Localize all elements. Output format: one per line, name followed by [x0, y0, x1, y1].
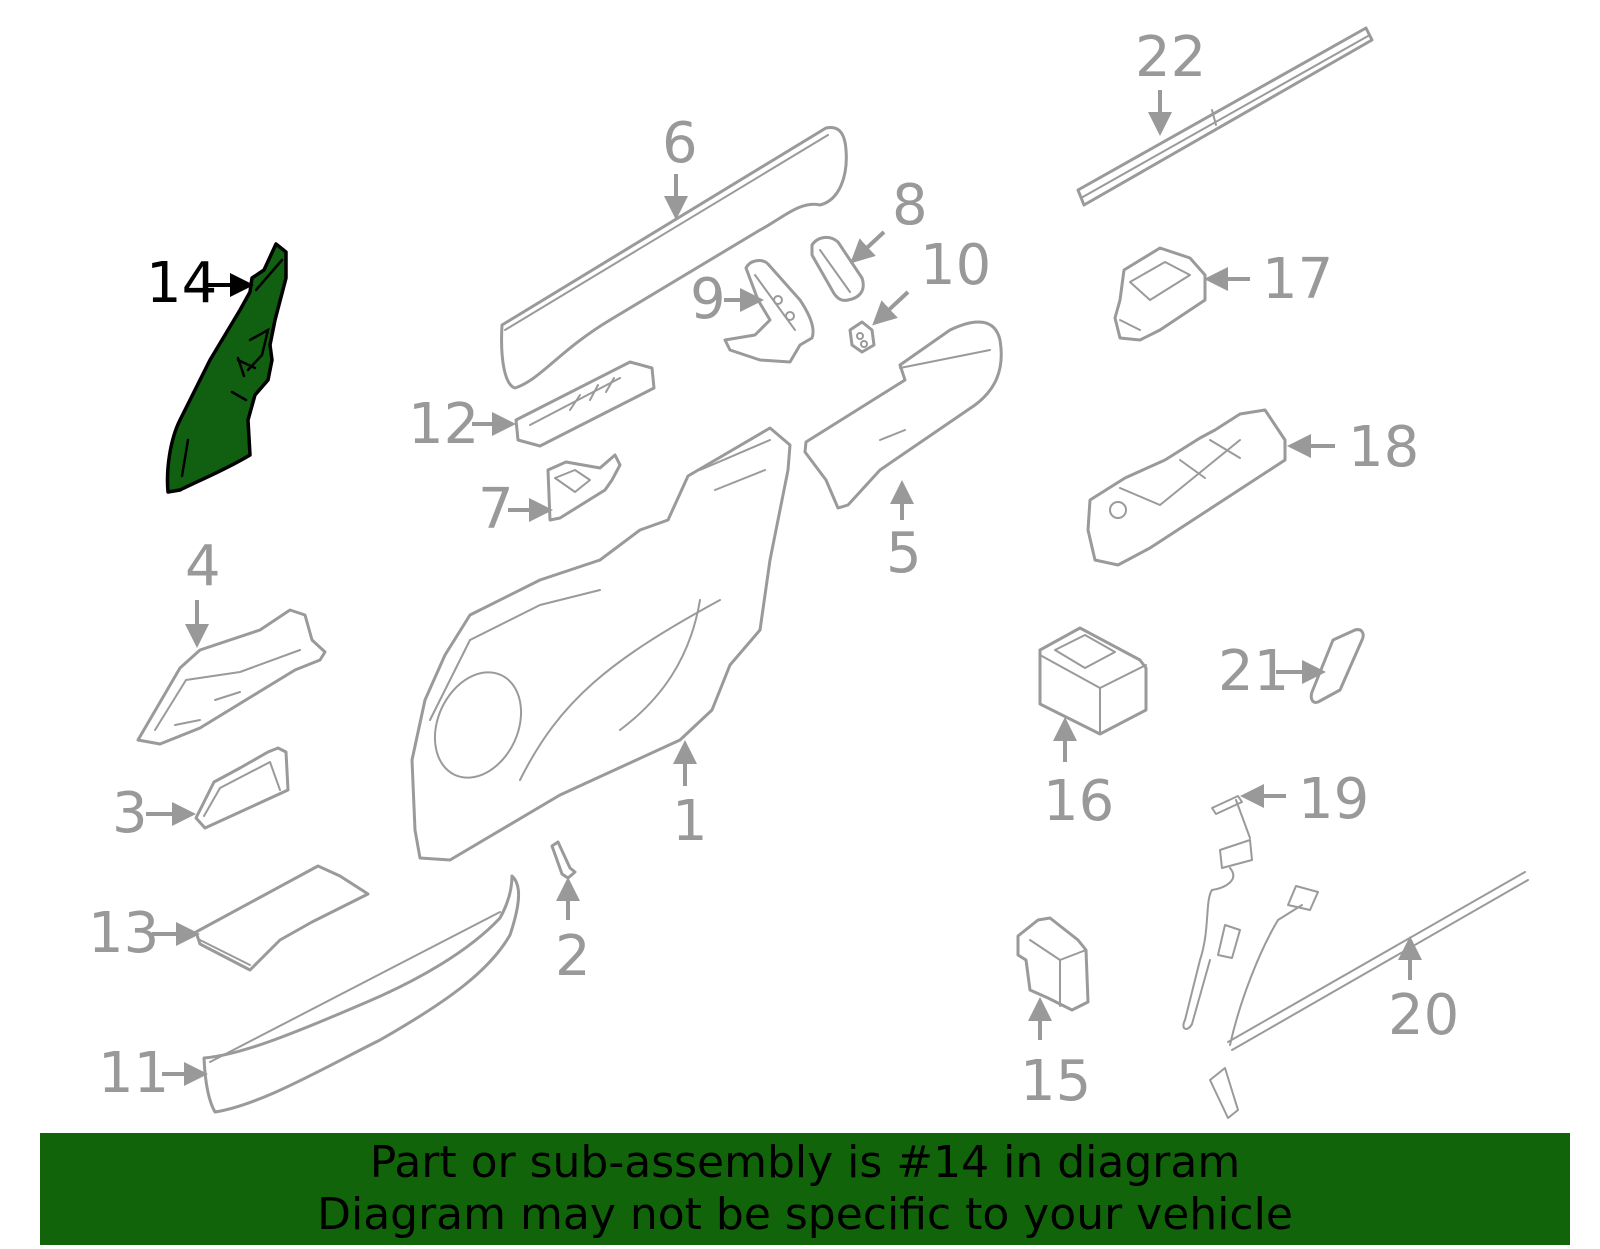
part-5-armrest[interactable]: [803, 320, 1003, 510]
callout-17: 17: [1204, 247, 1333, 312]
callout-label: 11: [98, 1041, 169, 1106]
callout-label: 4: [185, 534, 221, 599]
part-12-switch-bezel[interactable]: [514, 360, 656, 448]
callout-label: 5: [886, 521, 922, 586]
part-13-pocket-liner[interactable]: [194, 864, 370, 972]
callout-label: 20: [1388, 983, 1459, 1048]
callout-label: 9: [690, 267, 726, 332]
callout-4: 4: [185, 534, 221, 648]
part-14-highlighted-trim[interactable]: [165, 242, 288, 494]
callout-label: 18: [1348, 415, 1419, 480]
callout-label: 19: [1298, 767, 1369, 832]
callout-7: 7: [478, 477, 553, 542]
callout-label: 17: [1262, 247, 1333, 312]
callout-label: 16: [1043, 769, 1114, 834]
callout-label: 1: [672, 789, 708, 854]
part-10-clip[interactable]: [848, 320, 876, 354]
part-18-master-switch[interactable]: [1086, 408, 1287, 567]
callout-20: 20: [1388, 936, 1459, 1048]
part-19-harness[interactable]: [1182, 795, 1253, 1030]
callout-6: 6: [662, 111, 698, 220]
part-3-handle-bezel[interactable]: [194, 746, 290, 830]
part-21-pad[interactable]: [1309, 628, 1365, 704]
callout-14: 14: [146, 251, 254, 316]
part-11-lower-trim[interactable]: [202, 874, 521, 1114]
callout-label: 14: [146, 251, 217, 316]
part-2-clip[interactable]: [550, 840, 577, 880]
part-17-switch[interactable]: [1113, 246, 1207, 342]
callout-10: 10: [872, 233, 991, 326]
part-9-handle-bracket[interactable]: [723, 259, 815, 364]
callout-label: 7: [478, 477, 514, 542]
callout-9: 9: [690, 267, 764, 332]
callout-18: 18: [1287, 415, 1419, 480]
part-22-belt-molding[interactable]: [1076, 26, 1374, 207]
callout-1: 1: [672, 740, 708, 854]
part-1-door-panel[interactable]: [410, 426, 792, 862]
part-16-switch-block[interactable]: [1038, 626, 1148, 736]
callout-label: 12: [408, 392, 479, 457]
info-banner: Part or sub-assembly is #14 in diagram D…: [40, 1133, 1570, 1245]
callout-label: 10: [920, 233, 991, 298]
callout-label: 13: [88, 901, 159, 966]
callout-2: 2: [555, 877, 591, 989]
part-4-pull-handle[interactable]: [136, 608, 327, 746]
callout-label: 3: [112, 781, 148, 846]
callout-3: 3: [112, 781, 196, 846]
callout-13: 13: [88, 901, 200, 966]
callout-label: 2: [555, 924, 591, 989]
part-7-bracket[interactable]: [546, 453, 622, 522]
part-8-insert[interactable]: [810, 236, 865, 302]
parts-diagram: 22 6 8 9 10: [88, 25, 1529, 1119]
callout-12: 12: [408, 392, 516, 457]
part-15-connector[interactable]: [1016, 916, 1090, 1012]
callout-21: 21: [1218, 639, 1326, 704]
callout-11: 11: [98, 1041, 208, 1106]
callout-5: 5: [886, 480, 922, 586]
callout-label: 8: [892, 173, 928, 238]
callout-8: 8: [850, 173, 928, 264]
callout-19: 19: [1240, 767, 1369, 832]
callout-label: 6: [662, 111, 698, 176]
banner-line-1: Part or sub-assembly is #14 in diagram: [369, 1137, 1241, 1188]
callout-label: 22: [1135, 25, 1206, 90]
callout-15: 15: [1020, 997, 1091, 1114]
part-6-upper-trim[interactable]: [500, 125, 848, 390]
part-20-wire[interactable]: [1209, 871, 1529, 1119]
callout-label: 15: [1020, 1049, 1091, 1114]
callout-22: 22: [1135, 25, 1206, 136]
banner-line-2: Diagram may not be specific to your vehi…: [317, 1189, 1293, 1240]
callout-16: 16: [1043, 717, 1114, 834]
